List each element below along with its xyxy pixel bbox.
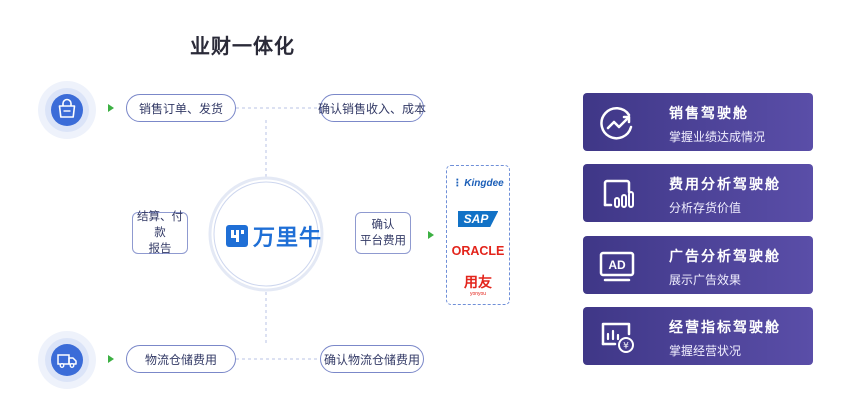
yonyou-logo: 用友 yonyou	[447, 272, 509, 297]
yonyou-sub-label: yonyou	[469, 291, 487, 297]
business-cockpit-card[interactable]: ¥ 经营指标驾驶舱 掌握经营状况	[583, 307, 813, 365]
bar-chart-icon	[603, 179, 634, 208]
settlement-line-2: 报告	[148, 243, 172, 255]
settlement-line-1: 结算、付款	[137, 211, 183, 239]
confirm-logistics-pill: 确认物流仓储费用	[320, 345, 424, 373]
delivery-truck-icon	[37, 330, 97, 390]
card-subtitle: 掌握经营状况	[669, 344, 742, 358]
center-brand-logo: 万里牛	[226, 220, 322, 252]
wanliniu-logo-icon	[226, 225, 248, 247]
erp-logo-box: ⋮Kingdee SAP ORACLE 用友 yonyou	[446, 165, 510, 305]
platform-fee-box: 确认 平台费用	[355, 212, 411, 254]
sap-label: SAP	[457, 211, 499, 227]
oracle-logo: ORACLE	[451, 244, 505, 258]
brand-name: 万里牛	[253, 225, 323, 250]
kingdee-logo: ⋮Kingdee	[452, 178, 504, 189]
confirm-revenue-pill: 确认销售收入、成本	[318, 94, 426, 122]
ad-screen-icon: AD	[599, 251, 635, 282]
logistics-fee-pill: 物流仓储费用	[126, 345, 236, 373]
platform-fee-line-2: 平台费用	[360, 235, 406, 247]
card-subtitle: 掌握业绩达成情况	[669, 130, 766, 144]
card-title: 经营指标驾驶舱	[669, 319, 781, 335]
center-ring-inner	[213, 181, 319, 287]
card-title: 广告分析驾驶舱	[669, 248, 781, 264]
arrow-right-icon	[108, 355, 114, 363]
card-title: 销售驾驶舱	[669, 105, 749, 121]
card-subtitle: 展示广告效果	[669, 273, 742, 287]
platform-fee-line-1: 确认	[371, 219, 395, 231]
arrow-right-icon	[108, 104, 114, 112]
page-title: 业财一体化	[190, 36, 295, 58]
shopping-bag-icon	[37, 80, 97, 140]
settlement-box: 结算、付款 报告	[132, 211, 188, 255]
expense-cockpit-card[interactable]: 费用分析驾驶舱 分析存货价值	[583, 164, 813, 222]
sap-logo: SAP	[447, 210, 509, 228]
card-title: 费用分析驾驶舱	[669, 176, 781, 192]
sales-cockpit-card[interactable]: 销售驾驶舱 掌握业绩达成情况	[583, 93, 813, 151]
yonyou-label: 用友	[464, 274, 492, 290]
kingdee-label: Kingdee	[464, 178, 504, 189]
finance-chart-icon: ¥	[601, 322, 634, 353]
trend-chart-icon	[600, 107, 633, 140]
ad-cockpit-card[interactable]: AD 广告分析驾驶舱 展示广告效果	[583, 236, 813, 294]
arrow-right-icon	[428, 231, 434, 239]
svg-text:¥: ¥	[623, 342, 629, 352]
svg-text:AD: AD	[608, 258, 626, 272]
card-subtitle: 分析存货价值	[669, 201, 742, 215]
sales-order-pill: 销售订单、发货	[126, 94, 236, 122]
